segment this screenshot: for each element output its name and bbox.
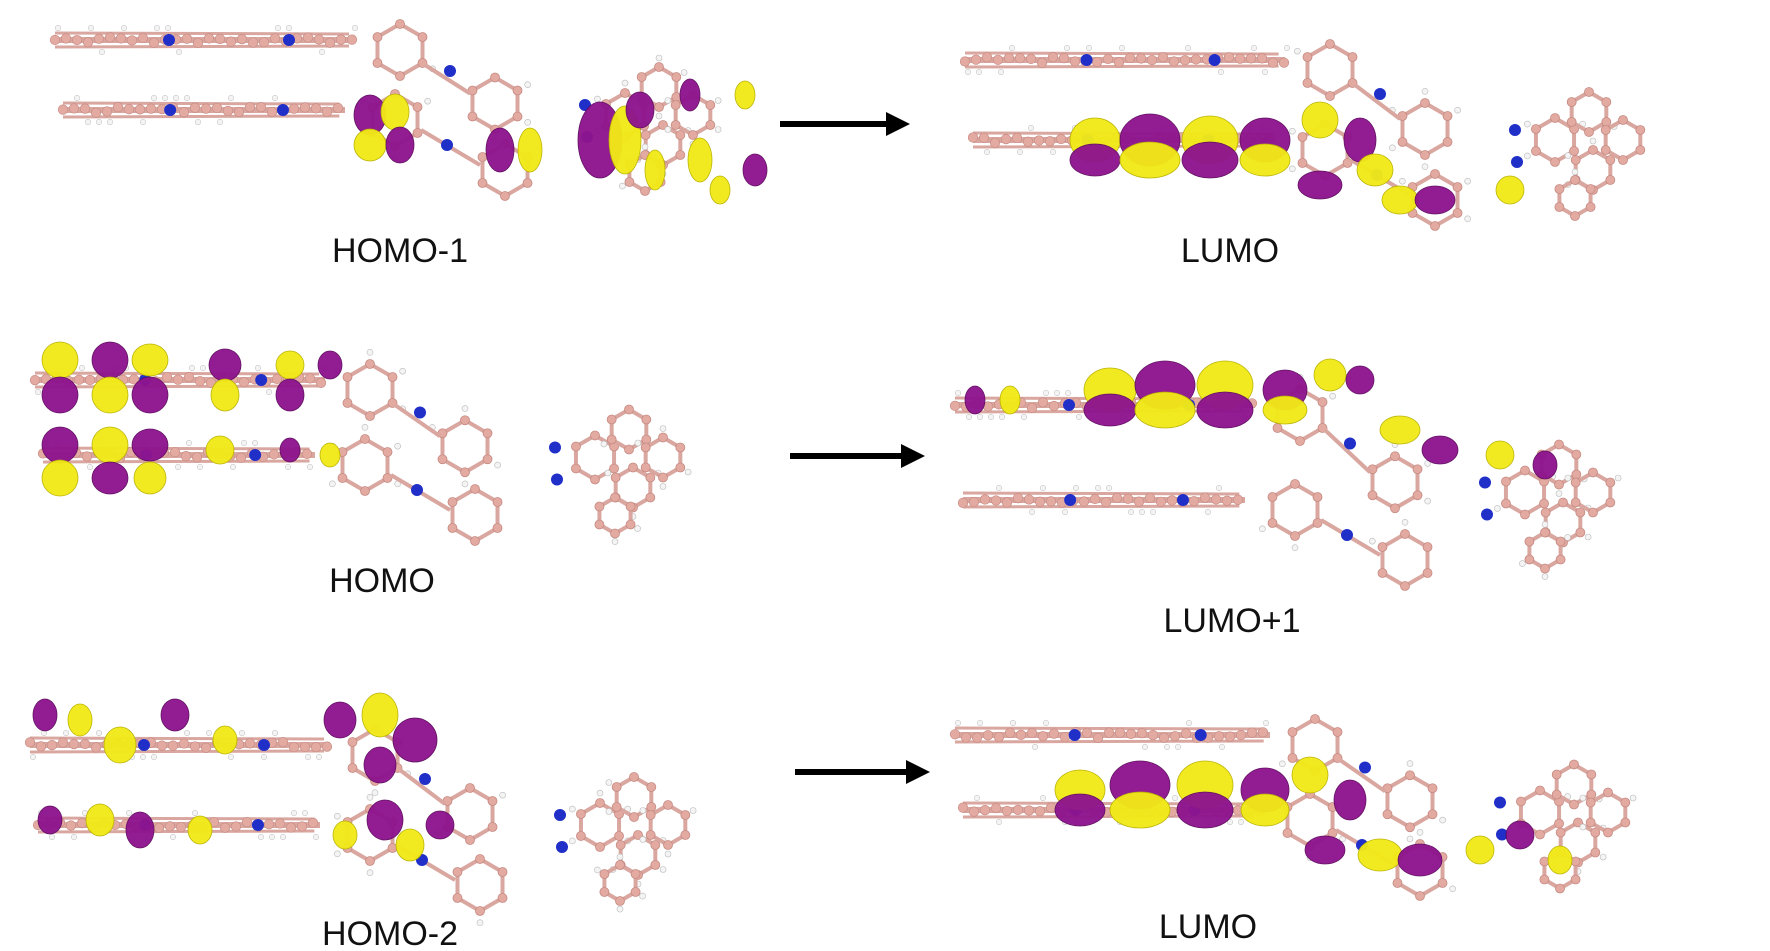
- arrow-bottom-icon: [795, 760, 930, 784]
- homo-orbital: [29, 341, 692, 546]
- homo-1-orbital: [49, 19, 768, 205]
- lumo-orbital-bottom: [949, 714, 1637, 901]
- arrow-top-icon: [780, 112, 910, 136]
- lumo-orbital-top: [959, 39, 1646, 231]
- homo-2-label: HOMO-2: [322, 915, 458, 951]
- arrow-middle-icon: [790, 444, 925, 468]
- homo-2-orbital: [24, 692, 697, 927]
- lumo-label-top: LUMO: [1181, 232, 1279, 270]
- lumo-plus-1-label: LUMO+1: [1164, 602, 1301, 640]
- lumo-plus-1-orbital: [949, 358, 1622, 591]
- homo-1-label: HOMO-1: [332, 232, 468, 270]
- homo-label: HOMO: [329, 562, 435, 600]
- lumo-label-bottom: LUMO: [1159, 908, 1257, 946]
